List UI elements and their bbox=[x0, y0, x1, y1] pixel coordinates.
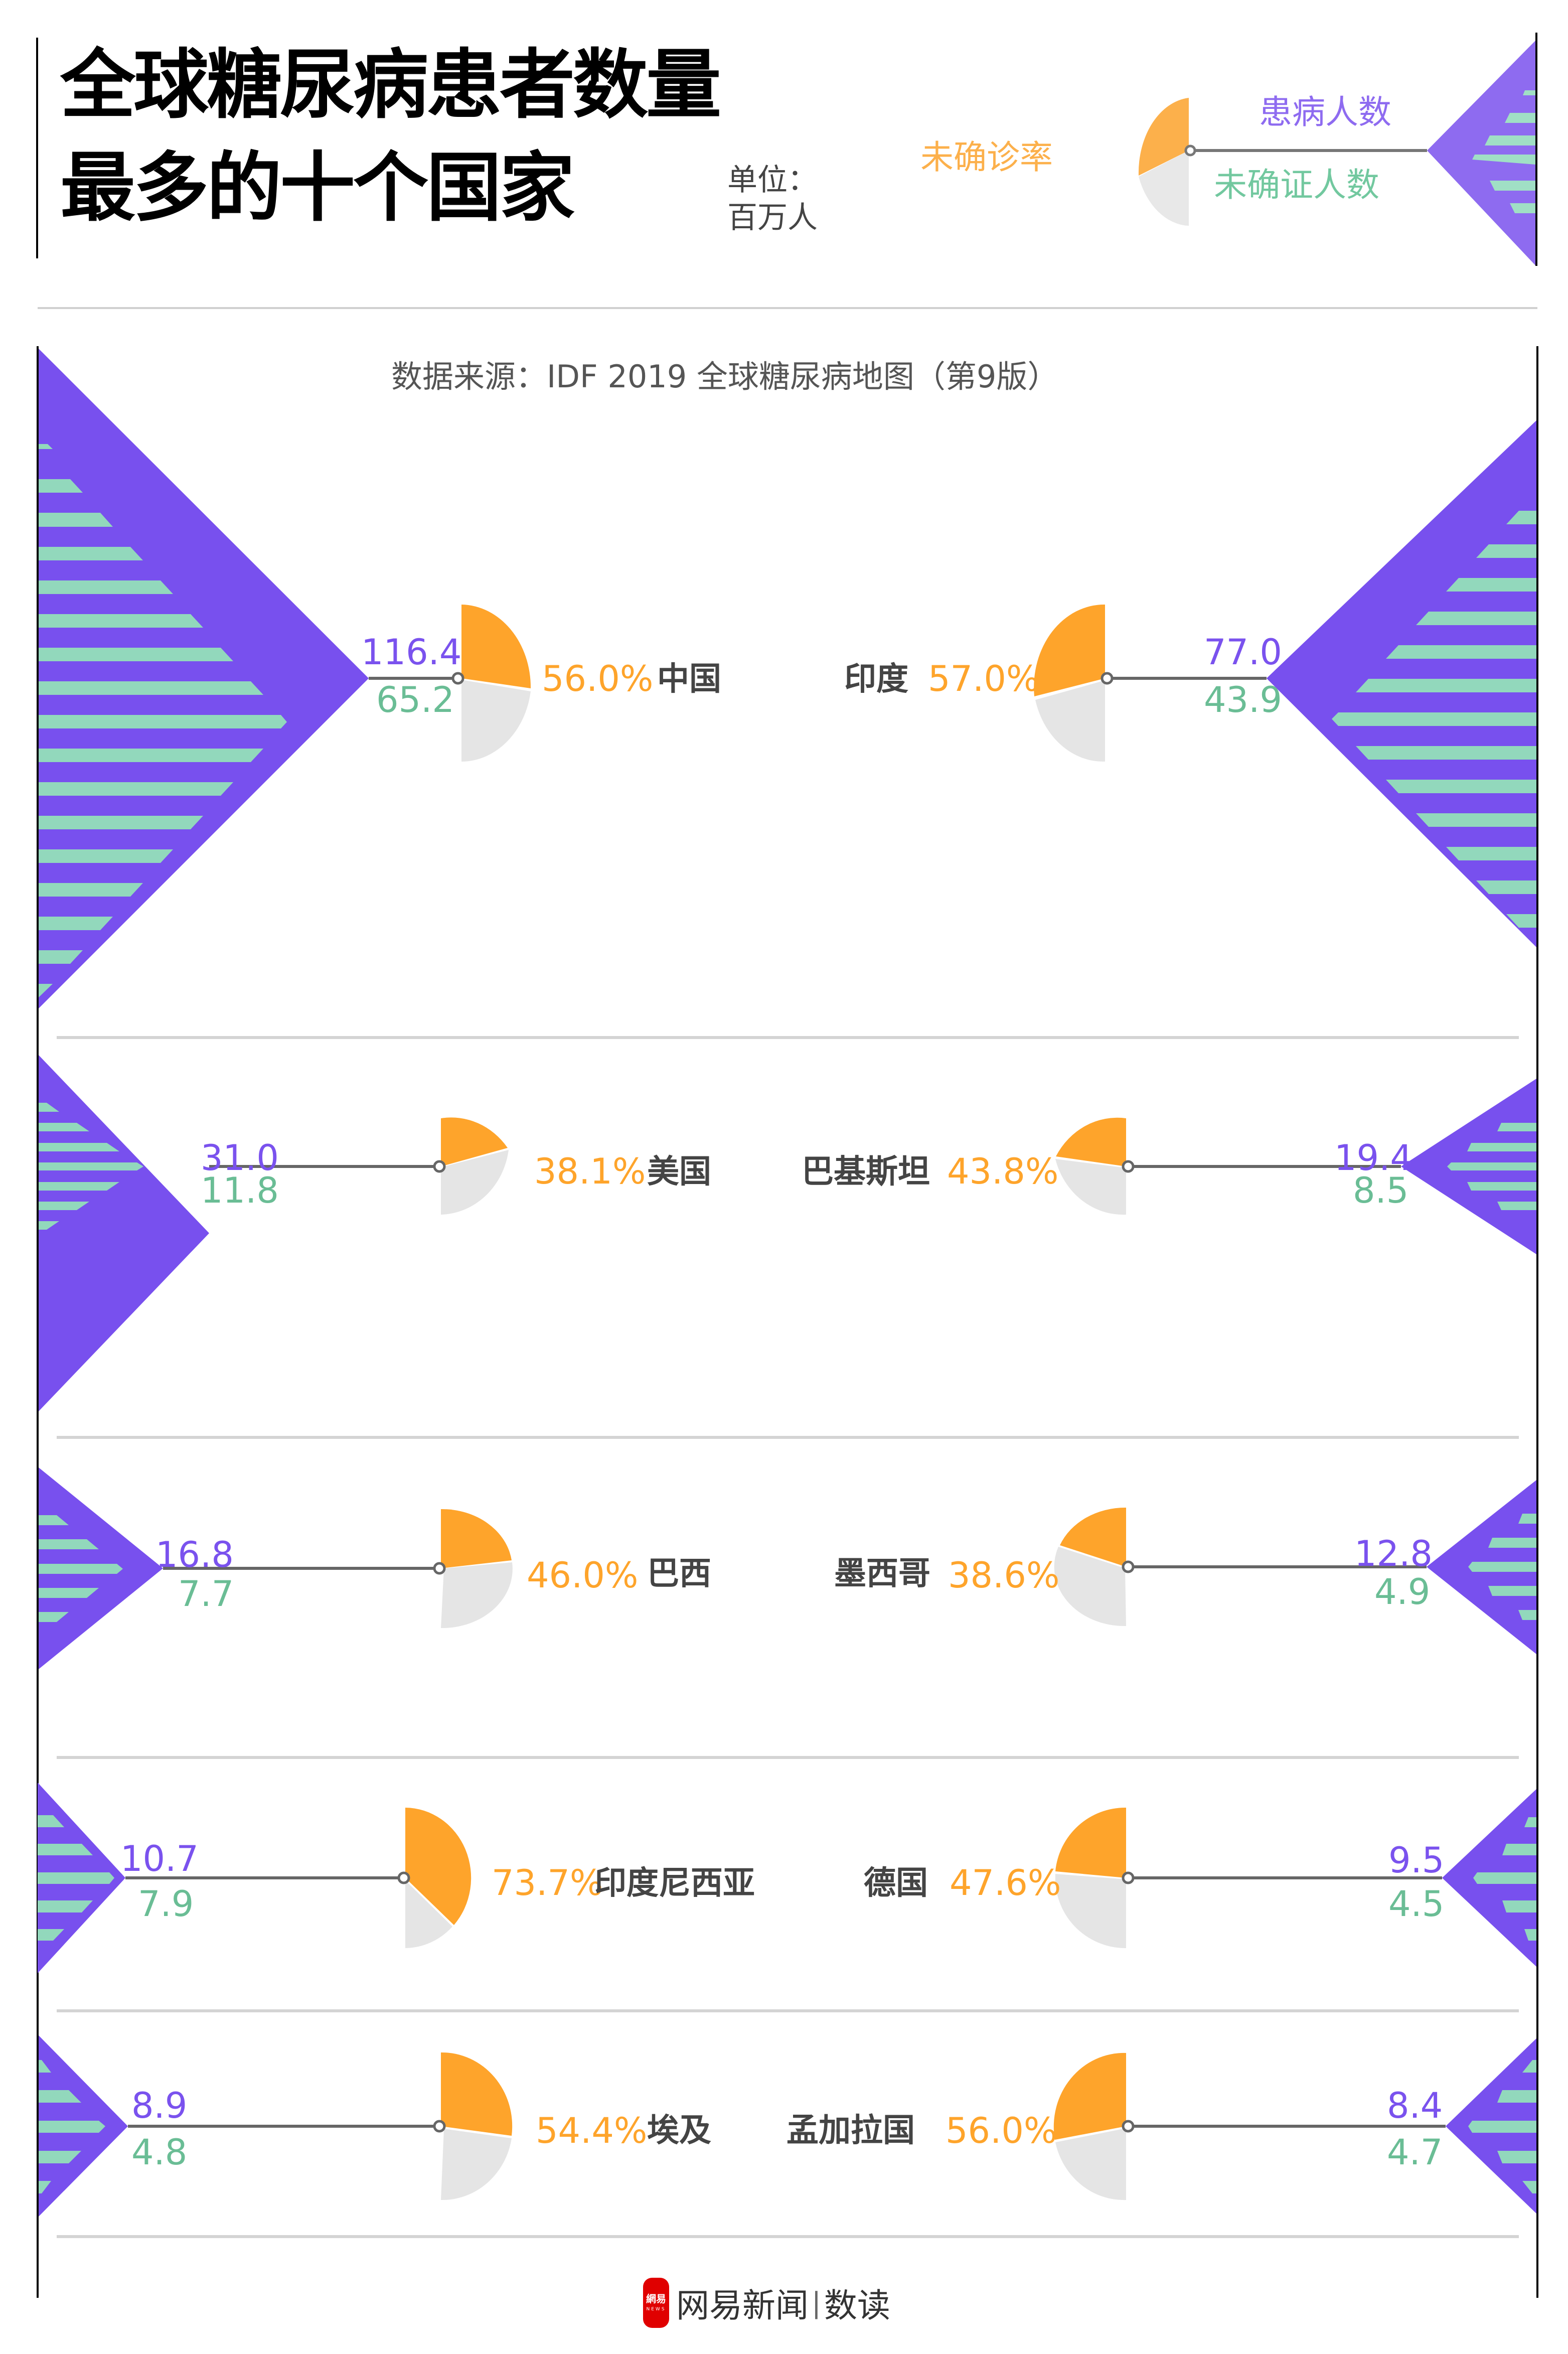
brazil-undiagnosed: 7.7 bbox=[178, 1573, 234, 1614]
mexico-total: 12.8 bbox=[1354, 1533, 1433, 1574]
bangladesh-undiagnosed: 4.7 bbox=[1387, 2132, 1443, 2173]
china-label: 中国 bbox=[657, 661, 721, 698]
logo-subtext: NEWS bbox=[646, 2307, 666, 2312]
right-border-line bbox=[1536, 346, 1538, 2298]
india-label: 印度 bbox=[844, 661, 908, 698]
netease-news-logo-icon: 網易 NEWS bbox=[643, 2278, 669, 2328]
logo-text: 網易 bbox=[646, 2293, 666, 2305]
china-rate: 56.0% bbox=[542, 658, 654, 699]
left-border-line bbox=[37, 346, 39, 2298]
mexico-rate: 38.6% bbox=[948, 1555, 1060, 1596]
india-rate: 57.0% bbox=[928, 658, 1040, 699]
brazil-rate: 46.0% bbox=[527, 1555, 639, 1596]
row-divider bbox=[57, 1756, 1519, 1759]
china-total: 116.4 bbox=[361, 632, 462, 673]
egypt-total: 8.9 bbox=[131, 2085, 188, 2126]
bangladesh-rate: 56.0% bbox=[946, 2110, 1057, 2151]
unit-label: 单位： bbox=[727, 163, 818, 198]
row-divider bbox=[57, 2009, 1519, 2012]
row-divider bbox=[57, 1036, 1519, 1039]
bangladesh-total: 8.4 bbox=[1387, 2085, 1443, 2126]
indonesia-rate: 73.7% bbox=[492, 1862, 603, 1903]
pakistan-rate: 43.8% bbox=[947, 1151, 1059, 1192]
mexico-undiagnosed: 4.9 bbox=[1374, 1571, 1431, 1612]
usa-undiagnosed: 11.8 bbox=[201, 1170, 279, 1211]
footer-brand: 網易 NEWS 网易新闻 | 数读 bbox=[643, 2275, 890, 2330]
pakistan-label: 巴基斯坦 bbox=[802, 1153, 930, 1191]
india-total: 77.0 bbox=[1204, 632, 1282, 673]
footer-brand-name: 网易新闻 bbox=[676, 2286, 809, 2325]
usa-label: 美国 bbox=[647, 1153, 711, 1191]
egypt-undiagnosed: 4.8 bbox=[131, 2132, 188, 2173]
page-title-line2: 最多的十个国家 bbox=[60, 144, 575, 232]
india-undiagnosed: 43.9 bbox=[1204, 679, 1282, 720]
pakistan-total: 19.4 bbox=[1334, 1137, 1413, 1179]
brazil-label: 巴西 bbox=[647, 1555, 711, 1592]
usa-rate: 38.1% bbox=[534, 1151, 646, 1192]
egypt-rate: 54.4% bbox=[536, 2110, 648, 2151]
row-divider bbox=[57, 2235, 1519, 2238]
legend-undiagnosed-rate: 未确诊率 bbox=[920, 138, 1053, 177]
legend-graphic bbox=[1138, 33, 1537, 266]
mexico-label: 墨西哥 bbox=[834, 1555, 930, 1592]
bangladesh-label: 孟加拉国 bbox=[787, 2112, 915, 2149]
pakistan-undiagnosed: 8.5 bbox=[1353, 1170, 1409, 1211]
row-divider bbox=[57, 1436, 1519, 1439]
germany-total: 9.5 bbox=[1388, 1840, 1445, 1881]
legend-undiagnosed-count: 未确证人数 bbox=[1214, 166, 1379, 204]
usa-total: 31.0 bbox=[201, 1137, 279, 1179]
germany-undiagnosed: 4.5 bbox=[1388, 1883, 1445, 1925]
china-undiagnosed: 65.2 bbox=[376, 679, 454, 720]
indonesia-undiagnosed: 7.9 bbox=[138, 1883, 194, 1925]
page-title-line1: 全球糖尿病患者数量 bbox=[60, 42, 721, 129]
germany-rate: 47.6% bbox=[950, 1862, 1061, 1903]
egypt-label: 埃及 bbox=[647, 2112, 711, 2149]
header-divider bbox=[38, 307, 1537, 309]
legend: 未确诊率 患病人数 未确证人数 bbox=[903, 30, 1568, 271]
brazil-total: 16.8 bbox=[155, 1534, 234, 1575]
header-accent-line bbox=[36, 38, 38, 258]
unit-value: 百万人 bbox=[727, 200, 818, 235]
legend-patients: 患病人数 bbox=[1259, 93, 1391, 131]
indonesia-total: 10.7 bbox=[120, 1838, 199, 1879]
footer-separator: | bbox=[812, 2286, 821, 2319]
data-source: 数据来源：IDF 2019 全球糖尿病地图（第9版） bbox=[391, 358, 1059, 395]
china-triangle bbox=[39, 349, 369, 1008]
indonesia-label: 印度尼西亚 bbox=[594, 1865, 755, 1902]
germany-label: 德国 bbox=[864, 1865, 928, 1902]
footer-column-name: 数读 bbox=[824, 2286, 890, 2325]
